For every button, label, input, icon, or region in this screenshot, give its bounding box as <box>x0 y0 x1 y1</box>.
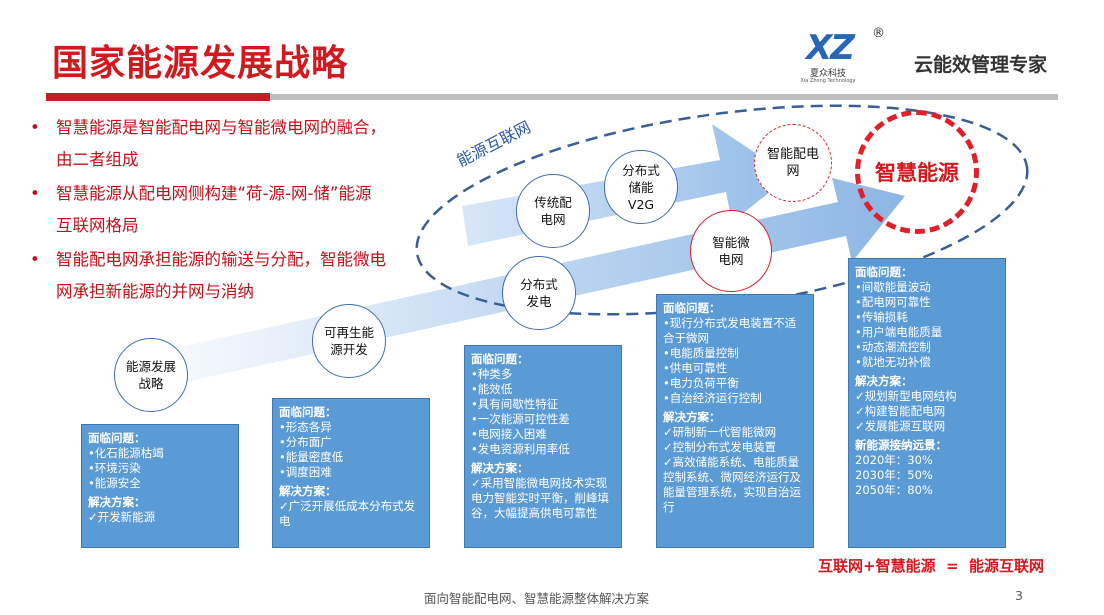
bullet-text: 智慧能源是智能配电网与智能微电网的融合，由二者组成 <box>56 118 386 169</box>
problem-item: •配电网可靠性 <box>855 295 931 309</box>
logo-name-en: Xia Zhong Technology <box>800 78 856 84</box>
circle-label: 智能微电网 <box>712 235 750 267</box>
problem-item: •现行分布式发电装置不适合于微网 <box>663 316 797 345</box>
solution-item: ✓广泛开展低成本分布式发电 <box>279 499 416 528</box>
problem-item: •种类多 <box>471 367 513 381</box>
problems-title: 面临问题： <box>471 352 529 366</box>
circle-label: 传统配电网 <box>534 195 572 227</box>
problem-item: •电力负荷平衡 <box>663 376 739 390</box>
bullet-dot: • <box>30 184 40 203</box>
company-logo: XZ 夏众科技 Xia Zhong Technology <box>800 28 880 86</box>
problem-item: •电能质量控制 <box>663 346 739 360</box>
solution-item: ✓采用智能微电网技术实现电力智能实时平衡，削峰填谷，大幅提高供电可靠性 <box>471 476 609 520</box>
bullet-text: 智能配电网承担能源的输送与分配，智能微电网承担新能源的并网与消纳 <box>56 250 386 301</box>
page-number: 3 <box>1015 588 1023 603</box>
problems-title: 面临问题： <box>663 301 721 315</box>
problems-title: 面临问题： <box>279 405 337 419</box>
circle-renewable: 可再生能源开发 <box>312 304 386 378</box>
solution-item: ✓高效储能系统、电能质量控制系统、微网经济运行及能量管理系统，实现自治运行 <box>663 455 801 514</box>
bullet-dot: • <box>30 118 40 137</box>
solution-item: ✓开发新能源 <box>88 510 156 524</box>
solutions-title: 解决方案： <box>663 410 721 424</box>
problem-item: •供电可靠性 <box>663 361 728 375</box>
circle-label: 可再生能源开发 <box>323 325 374 357</box>
problem-item: •用户端电能质量 <box>855 325 943 339</box>
circle-distributed: 分布式发电 <box>502 256 576 330</box>
problem-item: •具有间歇性特征 <box>471 397 559 411</box>
solutions-title: 解决方案： <box>471 461 529 475</box>
solution-item: ✓研制新一代智能微网 <box>663 425 777 439</box>
circle-traditional-grid: 传统配电网 <box>516 174 590 248</box>
solutions-title: 解决方案： <box>855 374 913 388</box>
solutions-title: 解决方案： <box>88 495 146 509</box>
problem-item: •能效低 <box>471 382 513 396</box>
problem-item: •一次能源可控性差 <box>471 412 570 426</box>
company-slogan: 云能效管理专家 <box>914 54 1048 76</box>
logo-mark: XZ <box>806 28 855 68</box>
outlook-item: 2020年：30% <box>855 453 933 467</box>
solution-item: ✓构建智能配电网 <box>855 404 946 418</box>
problem-item: •调度困难 <box>279 465 332 479</box>
problem-item: •就地无功补偿 <box>855 355 931 369</box>
problem-item: •能量密度低 <box>279 450 344 464</box>
stage-box-2: 面临问题： •形态各异 •分布面广 •能量密度低 •调度困难 解决方案： ✓广泛… <box>272 398 430 548</box>
outlook-item: 2050年：80% <box>855 483 933 497</box>
header-divider-grey <box>270 94 1058 100</box>
problem-item: •环境污染 <box>88 461 141 475</box>
header-divider-red <box>46 93 270 101</box>
problem-item: •形态各异 <box>279 420 332 434</box>
stage-box-5: 面临问题： •间歇能量波动 •配电网可靠性 •传输损耗 •用户端电能质量 •动态… <box>848 258 1006 548</box>
formula-text: 互联网+智慧能源 = 能源互联网 <box>818 557 1045 575</box>
bullet-dot: • <box>30 250 40 269</box>
outlook-title: 新能源接纳远景： <box>855 438 947 452</box>
problem-item: •能源安全 <box>88 476 141 490</box>
problem-item: •发电资源利用率低 <box>471 442 570 456</box>
solution-item: ✓发展能源互联网 <box>855 419 946 433</box>
circle-smart-energy: 智慧能源 <box>855 110 979 234</box>
circle-label: 能源发展战略 <box>125 359 176 391</box>
circle-label: 智能配电网 <box>767 147 820 179</box>
circle-microgrid: 智能微电网 <box>690 210 772 292</box>
problems-title: 面临问题： <box>88 431 146 445</box>
problem-item: •传输损耗 <box>855 310 908 324</box>
problems-title: 面临问题： <box>855 265 913 279</box>
problem-item: •分布面广 <box>279 435 332 449</box>
solution-item: ✓控制分布式发电装置 <box>663 440 777 454</box>
footer-text: 面向智能配电网、智慧能源整体解决方案 <box>424 591 650 606</box>
page-title: 国家能源发展战略 <box>52 43 349 84</box>
stage-box-3: 面临问题： •种类多 •能效低 •具有间歇性特征 •一次能源可控性差 •电网接入… <box>464 345 622 548</box>
problem-item: •化石能源枯竭 <box>88 446 164 460</box>
circle-strategy: 能源发展战略 <box>114 338 188 412</box>
circle-storage: 分布式储能V2G <box>604 150 678 224</box>
problem-item: •自治经济运行控制 <box>663 391 762 405</box>
problem-item: •间歇能量波动 <box>855 280 931 294</box>
logo-name-cn: 夏众科技 <box>809 69 846 79</box>
circle-dist-grid: 智能配电网 <box>754 124 832 202</box>
solutions-title: 解决方案： <box>279 484 337 498</box>
problem-item: •电网接入困难 <box>471 427 547 441</box>
problem-item: •动态潮流控制 <box>855 340 931 354</box>
stage-box-4: 面临问题： •现行分布式发电装置不适合于微网 •电能质量控制 •供电可靠性 •电… <box>656 294 814 548</box>
outlook-item: 2030年：50% <box>855 468 933 482</box>
circle-label: 分布式储能V2G <box>622 162 660 212</box>
registered-mark: ® <box>872 26 885 41</box>
solution-item: ✓规划新型电网结构 <box>855 389 957 403</box>
energy-internet-ring <box>415 104 1029 316</box>
stage-box-1: 面临问题： •化石能源枯竭 •环境污染 •能源安全 解决方案： ✓开发新能源 <box>81 424 239 548</box>
circle-label: 分布式发电 <box>520 277 558 309</box>
bullet-text: 智慧能源从配电网侧构建“荷-源-网-储”能源互联网格局 <box>56 184 372 235</box>
